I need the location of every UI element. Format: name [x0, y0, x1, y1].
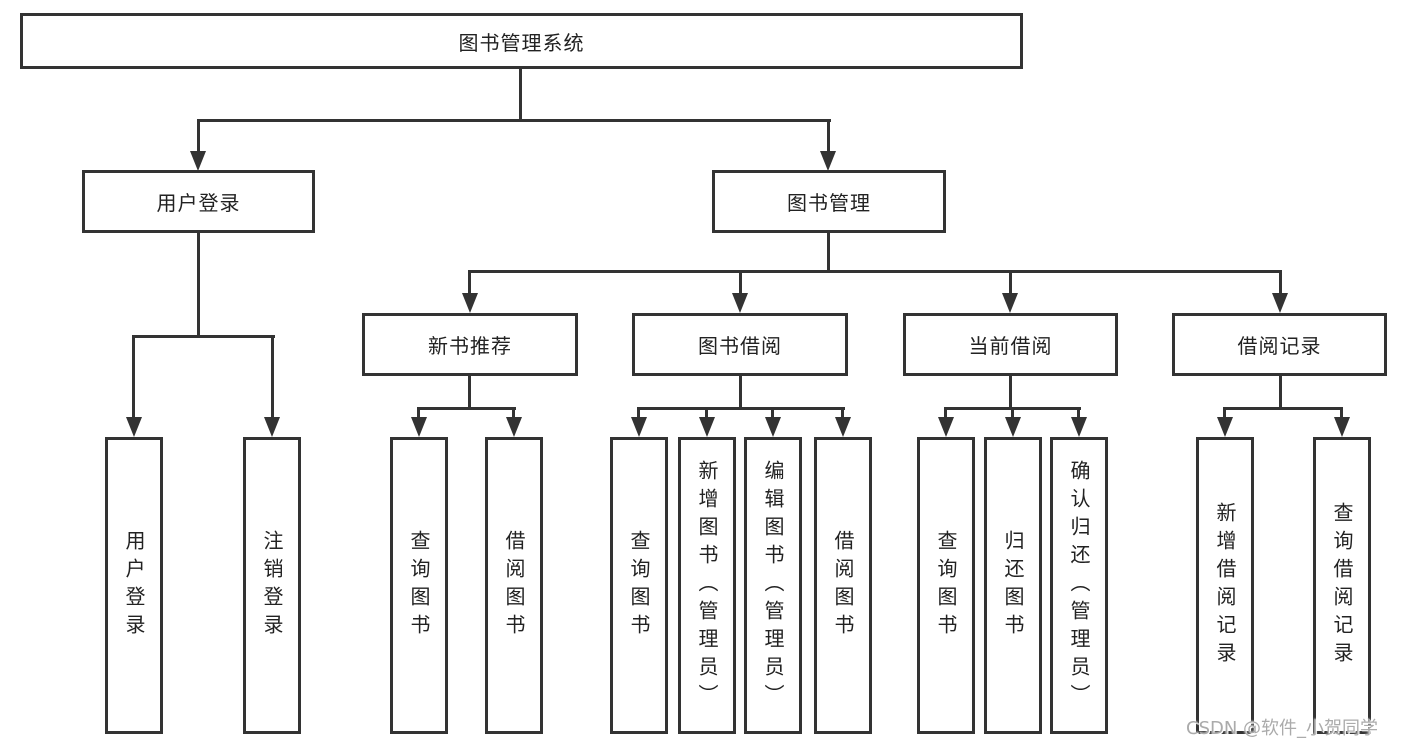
leaf-query-borrow-record: 查询借阅记录 [1313, 437, 1371, 734]
connector-drop [944, 407, 947, 419]
arrow-down-icon [506, 417, 522, 437]
arrow-down-icon [1334, 417, 1350, 437]
connector-rec-stem [468, 376, 471, 410]
connector-drop [1077, 407, 1080, 419]
node-current-borrow: 当前借阅 [903, 313, 1118, 376]
connector-rcd-bar [1223, 407, 1343, 410]
node-root: 图书管理系统 [20, 13, 1023, 69]
arrow-down-icon [411, 417, 427, 437]
connector-bor-bar [637, 407, 845, 410]
leaf-add-book-admin: 新增图书（管理员） [678, 437, 736, 734]
connector-drop-bor [739, 270, 742, 295]
connector-rcd-stem [1279, 376, 1282, 410]
connector-mgmt-bar [468, 270, 1282, 273]
leaf-query-book-bor: 查询图书 [610, 437, 668, 734]
arrow-down-icon [190, 151, 206, 171]
arrow-down-icon [264, 417, 280, 437]
arrow-down-icon [938, 417, 954, 437]
arrow-down-icon [1071, 417, 1087, 437]
connector-drop-mgmt [827, 119, 830, 152]
connector-login-bar [132, 335, 275, 338]
leaf-query-book-rec: 查询图书 [390, 437, 448, 734]
connector-drop [1223, 407, 1226, 419]
connector-drop [417, 407, 420, 419]
node-book-borrow: 图书借阅 [632, 313, 848, 376]
arrow-down-icon [699, 417, 715, 437]
connector-drop-leaf-logout [271, 335, 274, 419]
connector-rec-bar [417, 407, 516, 410]
connector-root-bar [197, 119, 831, 122]
connector-drop [1011, 407, 1014, 419]
connector-drop-cur [1009, 270, 1012, 295]
leaf-return-book: 归还图书 [984, 437, 1042, 734]
connector-drop [705, 407, 708, 419]
connector-drop-login [197, 119, 200, 152]
connector-drop [512, 407, 515, 419]
leaf-edit-book-admin: 编辑图书（管理员） [744, 437, 802, 734]
leaf-logout: 注销登录 [243, 437, 301, 734]
connector-mgmt-stem [827, 233, 830, 273]
connector-drop [1340, 407, 1343, 419]
connector-drop [771, 407, 774, 419]
connector-drop-leaf-login [132, 335, 135, 419]
arrow-down-icon [732, 293, 748, 313]
watermark: CSDN @软件_小贺同学 [1186, 718, 1379, 739]
arrow-down-icon [1217, 417, 1233, 437]
node-new-book-recommend: 新书推荐 [362, 313, 578, 376]
connector-cur-stem [1009, 376, 1012, 410]
leaf-borrow-book-rec: 借阅图书 [485, 437, 543, 734]
arrow-down-icon [1002, 293, 1018, 313]
leaf-user-login: 用户登录 [105, 437, 163, 734]
connector-drop [637, 407, 640, 419]
node-book-management: 图书管理 [712, 170, 946, 233]
connector-drop [841, 407, 844, 419]
node-user-login: 用户登录 [82, 170, 315, 233]
arrow-down-icon [1272, 293, 1288, 313]
arrow-down-icon [835, 417, 851, 437]
arrow-down-icon [462, 293, 478, 313]
node-borrow-record: 借阅记录 [1172, 313, 1387, 376]
connector-login-stem [197, 233, 200, 337]
arrow-down-icon [1005, 417, 1021, 437]
leaf-add-borrow-record: 新增借阅记录 [1196, 437, 1254, 734]
arrow-down-icon [126, 417, 142, 437]
arrow-down-icon [631, 417, 647, 437]
connector-root-stem [519, 69, 522, 122]
arrow-down-icon [820, 151, 836, 171]
leaf-confirm-return-admin: 确认归还（管理员） [1050, 437, 1108, 734]
leaf-borrow-book-bor: 借阅图书 [814, 437, 872, 734]
connector-drop-rcd [1279, 270, 1282, 295]
leaf-query-book-cur: 查询图书 [917, 437, 975, 734]
connector-drop-rec [468, 270, 471, 295]
arrow-down-icon [765, 417, 781, 437]
connector-bor-stem [739, 376, 742, 410]
